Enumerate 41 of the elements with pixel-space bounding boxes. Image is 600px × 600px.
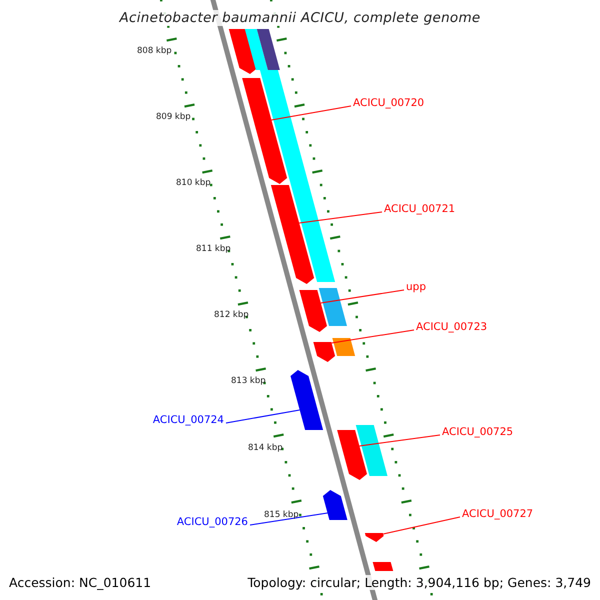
- leader-line: [250, 512, 328, 526]
- scale-label: 814 kbp: [248, 443, 283, 454]
- gene-label: ACICU_00724: [152, 414, 224, 427]
- scale-label: 812 kbp: [214, 310, 249, 321]
- leader-line: [358, 434, 440, 446]
- scale-label: 811 kbp: [196, 244, 231, 255]
- gene-block: [332, 338, 356, 356]
- gene-label: ACICU_00727: [462, 508, 534, 521]
- gene-label: ACICU_00721: [384, 203, 456, 216]
- gene-block: [372, 562, 394, 571]
- gene-label: ACICU_00723: [416, 321, 488, 334]
- accession-text: Accession: NC_010611: [9, 575, 152, 590]
- gene-block: [256, 29, 280, 70]
- gene-label: ACICU_00720: [353, 97, 424, 110]
- gene-block: [318, 288, 347, 326]
- gene-block: [337, 430, 367, 480]
- gene-label: ACICU_00725: [442, 426, 514, 439]
- gene-label: upp: [406, 281, 426, 294]
- scale-label: 810 kbp: [176, 178, 211, 189]
- gene-block: [322, 490, 348, 520]
- gene-block: [242, 78, 288, 184]
- leader-line: [382, 516, 460, 534]
- gene-block: [313, 342, 336, 362]
- leader-line: [270, 106, 352, 120]
- genome-info-text: Topology: circular; Length: 3,904,116 bp; Genes: 3,749: [248, 575, 591, 590]
- scale-label: 813 kbp: [231, 376, 266, 387]
- leader-line: [298, 212, 382, 224]
- gene-block: [290, 370, 324, 430]
- leader-line: [331, 330, 414, 344]
- gene-block: [356, 425, 388, 476]
- scale-label: 815 kbp: [264, 510, 299, 521]
- gene-label: ACICU_00726: [176, 516, 248, 529]
- gene-block: [260, 70, 336, 282]
- gene-block: [364, 533, 384, 542]
- leader-line: [320, 290, 404, 304]
- gene-block: [244, 29, 268, 70]
- gene-block: [299, 290, 327, 332]
- gene-block: [270, 185, 314, 284]
- scale-label: 809 kbp: [156, 112, 191, 123]
- leader-line: [226, 410, 300, 424]
- scale-label: 808 kbp: [137, 46, 172, 57]
